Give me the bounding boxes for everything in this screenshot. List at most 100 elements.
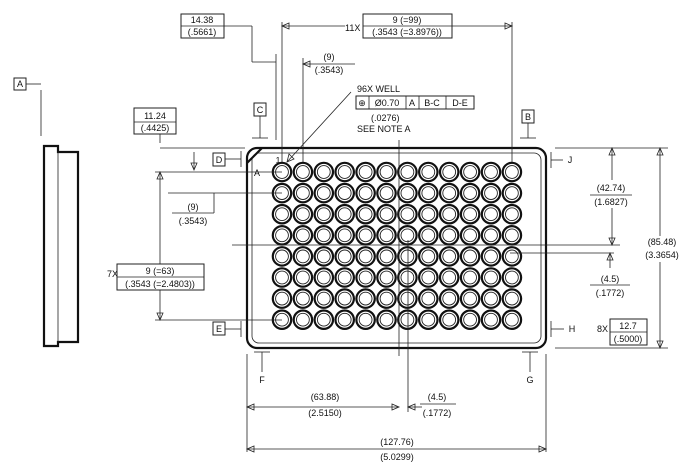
well-note-inch: (.0276): [371, 113, 400, 123]
well: [397, 161, 418, 183]
well-inner: [442, 228, 457, 243]
well: [397, 203, 418, 225]
dim-7x-mm: 9 (=63): [146, 266, 175, 276]
well: [292, 203, 314, 225]
well-inner: [463, 270, 477, 285]
well: [292, 267, 314, 288]
well-inner: [358, 291, 373, 306]
well-inner: [484, 186, 498, 200]
well: [271, 288, 293, 309]
well: [334, 288, 355, 309]
well: [334, 267, 355, 288]
well-inner: [358, 207, 373, 222]
well: [376, 309, 397, 330]
well-inner: [337, 270, 352, 285]
well-inner: [379, 249, 394, 264]
well-grid: [271, 161, 523, 330]
a1-chamfer: [246, 147, 263, 164]
well-inner: [400, 207, 415, 222]
well-inner: [505, 291, 519, 306]
well-inner: [421, 249, 436, 264]
dim-left-offset-mm: 11.24: [144, 111, 166, 121]
well: [313, 288, 335, 309]
well-inner: [337, 207, 352, 222]
well: [313, 246, 335, 267]
datum-j-label: J: [568, 155, 573, 165]
datum-f-label: F: [259, 375, 265, 385]
well-inner: [484, 312, 498, 327]
well: [397, 246, 418, 267]
well-inner: [442, 186, 457, 200]
dim-8x-prefix: 8X: [597, 324, 608, 334]
well-inner: [442, 291, 457, 306]
well: [501, 309, 523, 330]
well-inner: [484, 207, 498, 222]
well: [397, 267, 418, 288]
dim-right-upper-in: (1.6827): [594, 197, 628, 207]
dim-11x-prefix: 11X: [345, 23, 360, 33]
well: [334, 225, 355, 246]
well: [459, 203, 481, 225]
well: [376, 288, 397, 309]
dim-top-left-mm: 14.38: [191, 15, 214, 25]
dim-8x-mm: 12.7: [619, 321, 637, 331]
well: [355, 246, 376, 267]
well-inner: [358, 165, 373, 179]
plate-inner-outline: [251, 152, 542, 344]
well-inner: [421, 312, 436, 327]
well-inner: [400, 270, 415, 285]
dim-right-upper-mm: (42.74): [597, 183, 626, 193]
well-note-count: 96X WELL: [357, 84, 400, 94]
bottom-dimensions: (63.88) (2.5150) (4.5) (.1772) (127.76) …: [245, 354, 548, 462]
dim-7x-in: (.3543 (=2.4803)): [125, 279, 195, 289]
well-inner: [400, 312, 415, 327]
well: [376, 267, 397, 288]
well: [501, 225, 523, 246]
well-inner: [316, 207, 331, 222]
well: [501, 267, 523, 288]
datum-e-box: [212, 321, 226, 336]
well: [355, 203, 376, 225]
well: [459, 225, 481, 246]
well-inner: [484, 249, 498, 264]
well-inner: [275, 207, 289, 222]
well-inner: [400, 291, 415, 306]
dim-bottom-offset-in: (.1772): [423, 408, 452, 418]
datum-b-label: B: [525, 112, 531, 122]
well-inner: [316, 228, 331, 243]
well: [480, 267, 502, 288]
well: [417, 225, 439, 246]
well: [417, 288, 439, 309]
well-inner: [463, 312, 477, 327]
well: [313, 309, 335, 330]
well-note-see-note: SEE NOTE A: [357, 124, 411, 134]
well-inner: [337, 291, 352, 306]
dim-center-in: (2.5150): [308, 408, 342, 418]
datum-e-label: E: [216, 324, 222, 334]
well-inner: [379, 270, 394, 285]
well-inner: [337, 165, 352, 179]
well-inner: [316, 291, 331, 306]
dim-row-pitch-in: (.3543): [179, 216, 208, 226]
dim-left-offset-box: [133, 107, 177, 135]
well-inner: [316, 312, 331, 327]
dim-11x-in: (.3543 (=3.8976)): [372, 27, 442, 37]
well-inner: [442, 312, 457, 327]
well: [376, 246, 397, 267]
well: [480, 182, 502, 204]
dim-overall-height-mm: (85.48): [648, 237, 677, 247]
well: [334, 203, 355, 225]
well: [480, 203, 502, 225]
well-inner: [337, 312, 352, 327]
dim-right-mid-mm: (4.5): [601, 274, 620, 284]
well-inner: [505, 249, 519, 264]
well: [417, 246, 439, 267]
well-inner: [379, 165, 394, 179]
well: [459, 267, 481, 288]
well: [459, 182, 481, 204]
datum-ref-de: D-E: [452, 98, 468, 108]
position-tolerance-icon: ⊕: [358, 98, 366, 108]
well-inner: [484, 291, 498, 306]
datum-ref-a: A: [409, 98, 415, 108]
